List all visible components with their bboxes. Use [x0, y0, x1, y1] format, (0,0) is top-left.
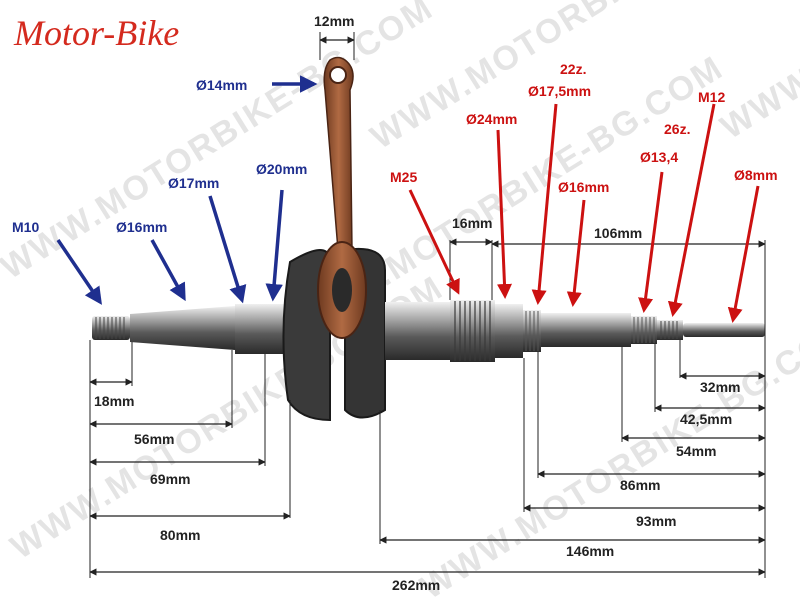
label-m25: M25 [390, 169, 417, 185]
dim-32mm: 32mm [700, 379, 740, 395]
right-pointers [408, 103, 760, 323]
label-diameter-16-left: Ø16mm [116, 219, 167, 235]
dim-106mm: 106mm [594, 225, 642, 241]
label-m10: M10 [12, 219, 39, 235]
dim-93mm: 93mm [636, 513, 676, 529]
label-diameter-20: Ø20mm [256, 161, 307, 177]
dim-86mm: 86mm [620, 477, 660, 493]
dim-56mm: 56mm [134, 431, 174, 447]
label-diameter-17: Ø17mm [168, 175, 219, 191]
dim-262mm: 262mm [392, 577, 440, 593]
watermark-text-6: WWW.MOTORBIKE-BG.COM [714, 0, 800, 147]
brand-title: Motor-Bike [14, 13, 180, 53]
dim-80mm: 80mm [160, 527, 200, 543]
dim-54mm: 54mm [676, 443, 716, 459]
label-splines-26: 26z. [664, 121, 690, 137]
dimension-lines [89, 36, 766, 576]
label-diameter-8: Ø8mm [734, 167, 778, 183]
left-pointers [56, 75, 318, 305]
label-diameter-13-4: Ø13,4 [640, 149, 678, 165]
label-diameter-16-right: Ø16mm [558, 179, 609, 195]
dim-42-5mm: 42,5mm [680, 411, 732, 427]
dim-18mm: 18mm [94, 393, 134, 409]
crankshaft-photo [92, 56, 765, 422]
label-diameter-24: Ø24mm [466, 111, 517, 127]
dim-69mm: 69mm [150, 471, 190, 487]
dim-16mm: 16mm [452, 215, 492, 231]
label-m12: M12 [698, 89, 725, 105]
dim-146mm: 146mm [566, 543, 614, 559]
dim-conrod-width: 12mm [314, 13, 354, 29]
label-splines-22: 22z. [560, 61, 586, 77]
label-diameter-14: Ø14mm [196, 77, 247, 93]
label-diameter-17-5: Ø17,5mm [528, 83, 591, 99]
